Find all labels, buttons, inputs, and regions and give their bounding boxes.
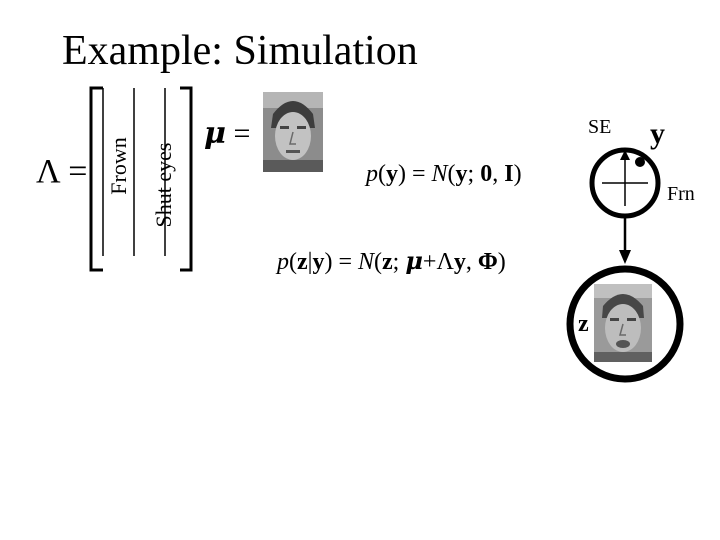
right-bracket — [180, 86, 193, 272]
mu-equals-sign: = — [225, 117, 251, 150]
observed-node-z — [566, 265, 684, 383]
node-label-y: y — [650, 117, 665, 150]
likelihood-equation: p(z|y) = N(z; μ+Λy, Φ) — [277, 246, 506, 276]
axis-label-se: SE — [588, 116, 612, 138]
slide-title: Example: Simulation — [62, 28, 418, 74]
node-label-z: z — [578, 311, 589, 337]
sampled-face-image — [594, 284, 652, 362]
mean-face-image — [263, 92, 323, 172]
lambda-equals: Λ = — [36, 153, 88, 190]
left-bracket — [89, 86, 103, 272]
axis-label-frn: Frn — [667, 183, 695, 205]
mu-equals: μ = — [204, 117, 250, 151]
matrix-column-lines — [102, 88, 166, 256]
edge-arrowhead — [619, 250, 631, 264]
prior-equation: p(y) = N(y; 0, I) — [366, 161, 522, 187]
sample-point — [635, 157, 645, 167]
axis-arrowhead — [620, 150, 630, 160]
mu-symbol: μ — [204, 116, 226, 151]
